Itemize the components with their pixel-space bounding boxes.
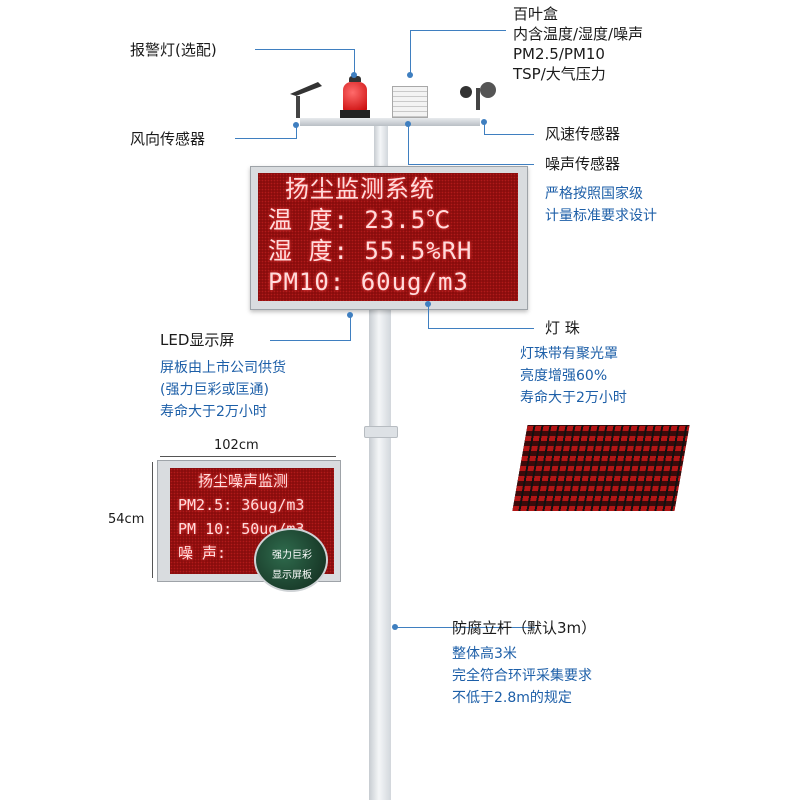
wind-vane-icon: [290, 82, 322, 96]
width-dimension-line: [160, 456, 336, 457]
pole-desc-line-1: 整体高3米: [452, 646, 517, 662]
led-callout-dot: [347, 312, 353, 318]
led-desc-line-1: 屏板由上市公司供货: [160, 360, 286, 376]
chip-brand: 强力巨彩: [272, 550, 312, 561]
louver-box-line-1: 内含温度/湿度/噪声: [513, 25, 644, 43]
pole-label: 防腐立杆（默认3m）: [452, 619, 597, 637]
bead-desc-line-3: 寿命大于2万小时: [520, 390, 627, 406]
alarm-light-icon: [343, 82, 367, 112]
wind-speed-callout-line: [484, 134, 534, 135]
noise-callout-drop: [408, 124, 409, 165]
led-line-humidity: 湿 度: 55.5%RH: [268, 237, 473, 265]
width-dimension-label: 102cm: [214, 438, 259, 453]
bead-callout-dot: [425, 301, 431, 307]
led-screen: [258, 173, 518, 301]
standard-line-1: 严格按照国家级: [545, 186, 643, 202]
noise-sensor-label: 噪声传感器: [545, 155, 621, 173]
pole-desc-line-3: 不低于2.8m的规定: [452, 690, 572, 706]
louver-callout-drop: [410, 30, 411, 74]
led-desc-line-2: (强力巨彩或匡通): [160, 382, 269, 398]
louver-box-line-2: PM2.5/PM10: [513, 45, 605, 63]
noise-callout-line: [408, 164, 534, 165]
height-dimension-label: 54cm: [108, 512, 145, 527]
small-screen-title: 扬尘噪声监测: [198, 472, 289, 490]
pole-callout-dot: [392, 624, 398, 630]
wind-speed-callout-drop: [484, 122, 485, 135]
small-screen: [170, 468, 334, 574]
led-desc-line-3: 寿命大于2万小时: [160, 404, 267, 420]
crossarm: [300, 118, 480, 126]
wind-direction-sensor-label: 风向传感器: [130, 130, 206, 148]
pole-flange: [364, 426, 398, 438]
alarm-callout-dot: [351, 72, 357, 78]
louver-box-line-3: TSP/大气压力: [513, 65, 606, 83]
bead-desc-line-1: 灯珠带有聚光罩: [520, 346, 618, 362]
anemometer-icon: [460, 82, 496, 110]
wind-direction-callout-drop: [296, 125, 297, 139]
louver-box-title: 百叶盒: [513, 5, 559, 23]
alarm-light-label: 报警灯(选配): [130, 41, 217, 59]
small-screen-line-noise: 噪 声:: [178, 544, 227, 562]
louver-callout-line: [410, 30, 506, 31]
alarm-light-cap: [349, 76, 361, 82]
pole-top: [374, 120, 388, 170]
led-line-pm10: PM10: 60ug/m3: [268, 268, 469, 296]
led-callout-line: [270, 340, 350, 341]
louver-callout-dot: [407, 72, 413, 78]
bead-desc-line-2: 亮度增强60%: [520, 368, 608, 384]
wind-vane-post: [296, 96, 300, 118]
lamp-bead-closeup: [512, 425, 690, 511]
lamp-bead-label: 灯 珠: [545, 319, 580, 337]
wind-direction-callout-dot: [293, 122, 299, 128]
led-screen-label: LED显示屏: [160, 331, 235, 349]
height-dimension-line: [152, 462, 153, 578]
led-callout-drop: [350, 315, 351, 341]
pole: [369, 308, 391, 800]
chip-caption: 显示屏板: [272, 570, 312, 581]
pole-callout-line: [395, 627, 535, 628]
noise-callout-dot: [405, 121, 411, 127]
pole-desc-line-2: 完全符合环评采集要求: [452, 668, 592, 684]
alarm-callout-line: [255, 49, 355, 50]
small-screen-line-pm25: PM2.5: 36ug/m3: [178, 496, 305, 514]
led-board-chip-icon: [254, 528, 328, 592]
bead-callout-drop: [428, 304, 429, 329]
bead-callout-line: [428, 328, 534, 329]
alarm-light-base: [340, 110, 370, 118]
led-line-title: 扬尘监测系统: [285, 175, 435, 203]
louver-box-icon: [392, 86, 428, 118]
standard-line-2: 计量标准要求设计: [545, 208, 657, 224]
alarm-callout-drop: [354, 49, 355, 75]
wind-speed-callout-dot: [481, 119, 487, 125]
wind-speed-sensor-label: 风速传感器: [545, 125, 621, 143]
led-line-temperature: 温 度: 23.5℃: [268, 206, 452, 234]
wind-direction-callout-line: [235, 138, 297, 139]
